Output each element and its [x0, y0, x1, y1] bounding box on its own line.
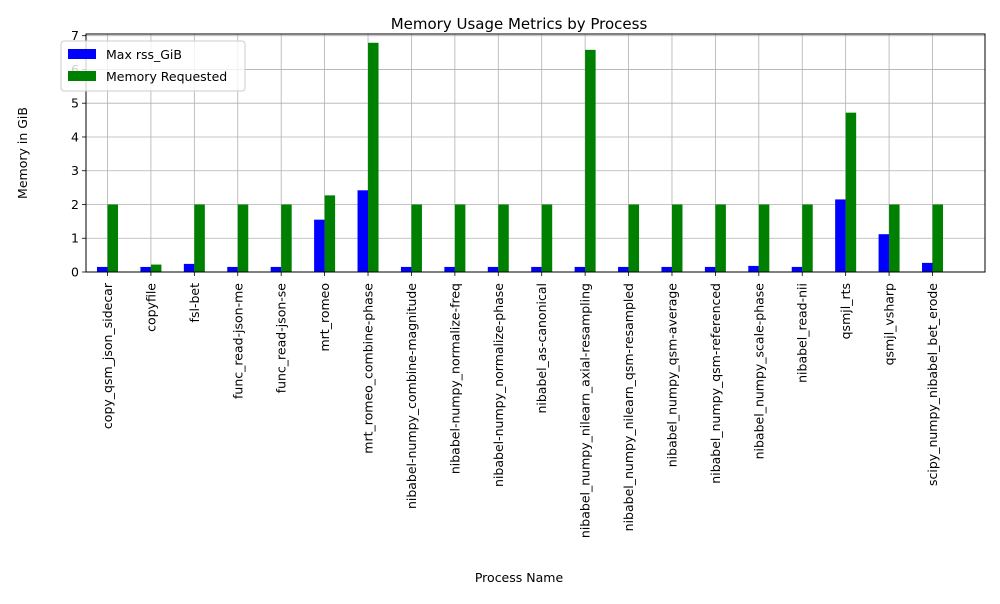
chart-title: Memory Usage Metrics by Process	[391, 15, 648, 33]
y-axis-label: Memory in GiB	[15, 107, 30, 199]
bar-max-rss	[97, 266, 108, 272]
bar-max-rss	[791, 266, 803, 272]
legend-swatch-memory-requested	[68, 71, 96, 81]
bar-memory-requested	[932, 204, 943, 272]
legend-label-memory-requested: Memory Requested	[106, 69, 227, 84]
bar-max-rss	[704, 266, 716, 272]
x-axis-label: Process Name	[475, 570, 564, 585]
bar-max-rss	[835, 199, 846, 272]
legend-box	[60, 40, 246, 92]
bar-memory-requested	[454, 204, 466, 272]
bar-memory-requested	[628, 204, 640, 272]
bar-memory-requested	[411, 204, 422, 272]
x-tick-label: mrt_romeo_combine-phase	[361, 283, 376, 454]
x-tick-label: nibabel-numpy_normalize-phase	[491, 283, 506, 487]
y-tick-label: 3	[71, 163, 79, 178]
bar-memory-requested	[281, 204, 292, 272]
bar-memory-requested	[585, 49, 596, 272]
x-tick-label: func_read-json-me	[230, 283, 245, 399]
x-tick-label: fsl-bet	[187, 283, 202, 323]
y-tick-label: 5	[71, 96, 79, 111]
bar-memory-requested	[498, 204, 509, 272]
bar-memory-requested	[889, 204, 900, 272]
bar-memory-requested	[541, 204, 553, 272]
x-tick-label: func_read-json-se	[274, 283, 289, 394]
x-tick-label: copy_qsm_json_sidecar	[100, 282, 115, 429]
bar-memory-requested	[845, 112, 857, 272]
x-tick-label: nibabel_numpy_nilearn_axial-resampling	[578, 283, 593, 538]
y-tick-label: 0	[71, 265, 79, 280]
bar-memory-requested	[194, 204, 205, 272]
y-tick-label: 1	[71, 231, 79, 246]
x-tick-label: qsmjl_vsharp	[882, 283, 897, 365]
x-tick-label: nibabel-numpy_normalize-freq	[447, 283, 462, 474]
bar-max-rss	[531, 266, 542, 272]
bar-max-rss	[618, 266, 629, 272]
bar-max-rss	[661, 266, 672, 272]
bar-max-rss	[140, 266, 151, 272]
plot-area-frame	[85, 33, 986, 273]
bar-max-rss	[357, 190, 369, 272]
bar-max-rss	[183, 263, 195, 272]
x-tick-label: nibabel_numpy_scale-phase	[751, 283, 766, 460]
y-tick-label: 4	[71, 129, 79, 144]
bar-memory-requested	[715, 204, 726, 272]
bar-max-rss	[922, 262, 933, 272]
axis-ticks: 01234567copy_qsm_json_sidecarcopyfilefsl…	[71, 28, 940, 538]
bar-max-rss	[748, 265, 759, 272]
bar-memory-requested	[324, 195, 336, 272]
bar-memory-requested	[802, 204, 813, 272]
x-tick-label: nibabel_as-canonical	[534, 283, 549, 414]
bar-max-rss	[487, 266, 499, 272]
x-tick-label: scipy_numpy_nibabel_bet_erode	[925, 283, 940, 486]
bar-memory-requested	[237, 204, 249, 272]
y-tick-label: 2	[71, 197, 79, 212]
legend-swatch-max-rss	[68, 49, 96, 59]
bar-memory-requested	[758, 204, 770, 272]
bar-memory-requested	[671, 204, 683, 272]
x-tick-label: copyfile	[143, 283, 158, 332]
x-tick-label: nibabel_read-nii	[795, 283, 810, 383]
bar-max-rss	[878, 234, 890, 272]
bar-max-rss	[227, 266, 238, 272]
legend-label-max-rss: Max rss_GiB	[106, 47, 182, 62]
bars	[97, 42, 943, 272]
x-tick-label: mrt_romeo	[317, 283, 332, 352]
x-tick-label: nibabel_numpy_nilearn_qsm-resampled	[621, 283, 636, 531]
x-tick-label: nibabel_numpy_qsm-referenced	[708, 283, 723, 484]
y-tick-label: 7	[71, 28, 79, 43]
x-tick-label: qsmjl_rts	[838, 283, 853, 339]
bar-max-rss	[444, 266, 455, 272]
legend: Max rss_GiB Memory Requested	[60, 40, 246, 92]
bar-memory-requested	[150, 264, 162, 272]
bar-max-rss	[400, 266, 412, 272]
bar-max-rss	[314, 219, 325, 272]
x-tick-label: nibabel_numpy_qsm-average	[664, 283, 679, 468]
bar-memory-requested	[368, 42, 379, 272]
bar-max-rss	[574, 266, 586, 272]
x-tick-label: nibabel-numpy_combine-magnitude	[404, 283, 419, 509]
bar-max-rss	[270, 266, 282, 272]
bar-memory-requested	[107, 204, 118, 272]
